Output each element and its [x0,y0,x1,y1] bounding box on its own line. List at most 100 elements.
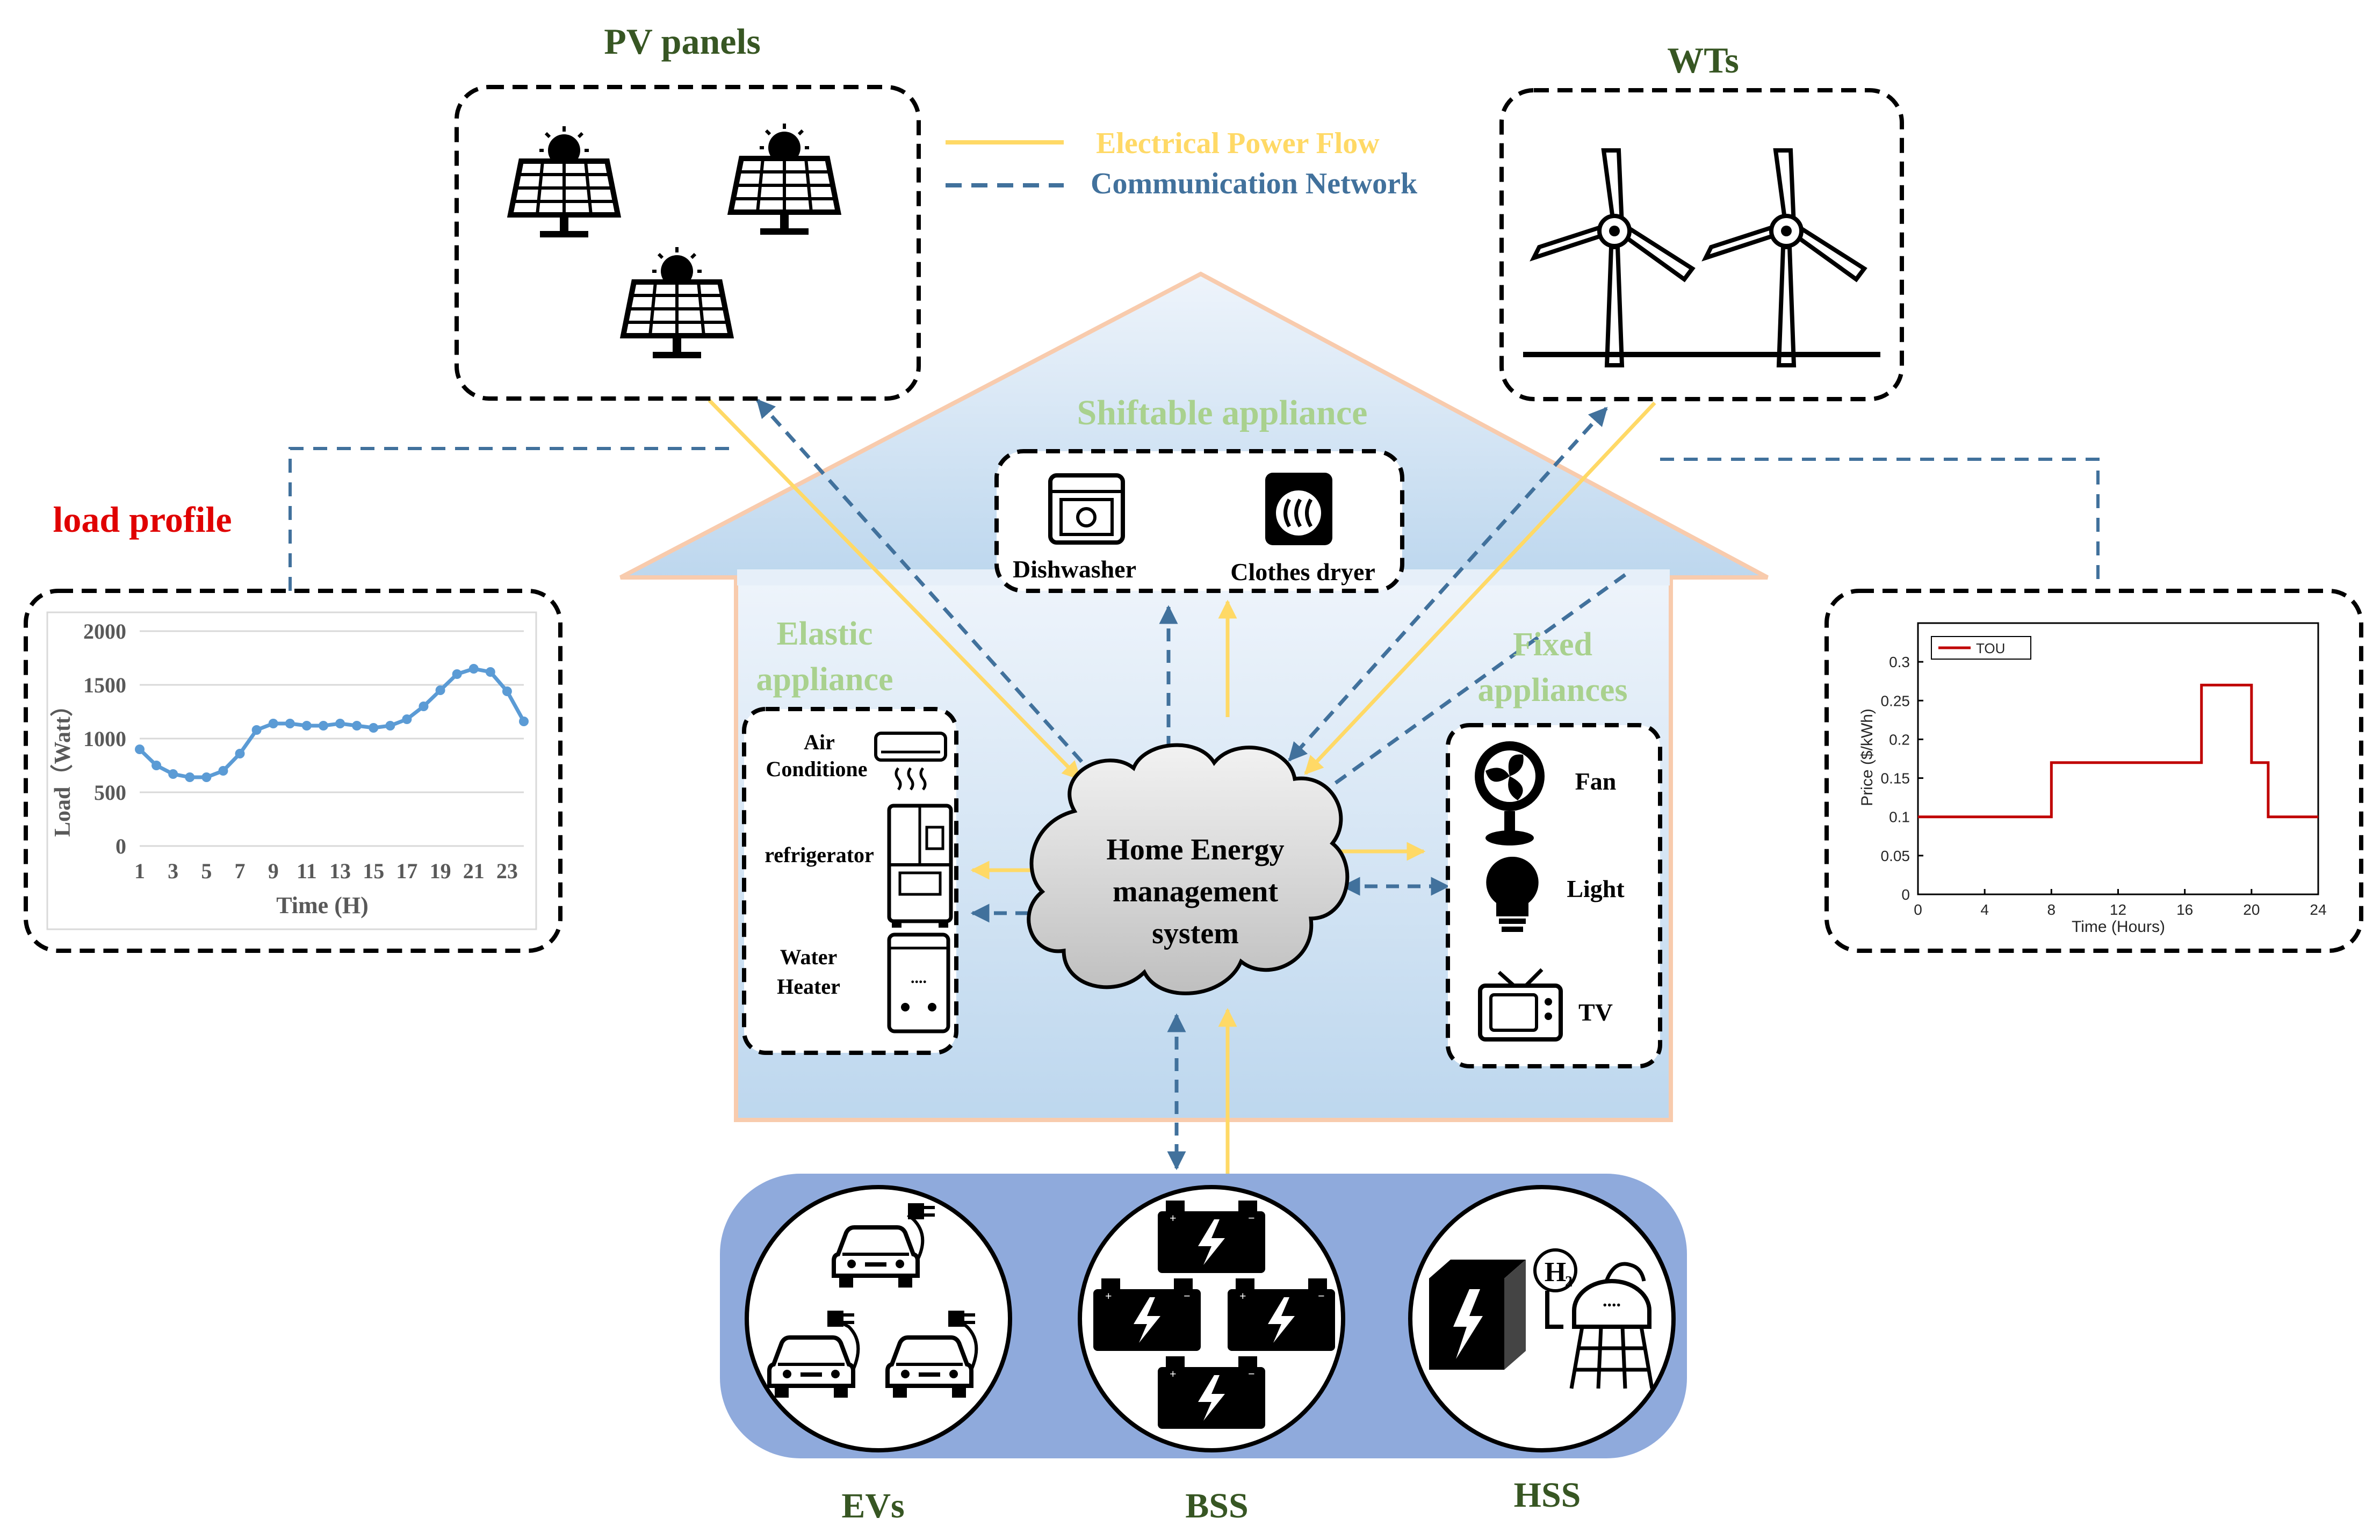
load-data-point [369,723,379,733]
load-chart-ylabel: Load（Watt） [50,694,75,837]
y-tick-label: 0.05 [1881,848,1910,864]
ac-label-2: Conditione [766,757,868,781]
y-tick-label: 0.15 [1881,770,1910,787]
battery-icon [1158,1201,1265,1273]
water-heater-display: .... [911,969,927,987]
comm-flows [756,399,1627,1170]
hems-label-2: management [1113,875,1278,908]
shiftable-label: Shiftable appliance [1077,393,1368,432]
y-tick-label: 0 [116,834,126,858]
legend-comm-label: Communication Network [1091,167,1418,200]
x-tick-label: 0 [1914,901,1922,918]
fuel-cell-icon [1429,1260,1526,1370]
hems-label-1: Home Energy [1106,833,1284,866]
dishwasher-label: Dishwasher [1013,555,1136,583]
load-data-point [352,721,362,731]
wts-label: WTs [1667,40,1739,81]
load-data-point [419,702,429,711]
load-data-point [519,717,529,726]
load-data-point [235,749,245,758]
tv-label: TV [1578,999,1613,1026]
legend: Electrical Power Flow Communication Netw… [946,127,1418,200]
load-data-point [502,686,512,696]
y-tick-label: 0.1 [1889,809,1910,826]
load-data-point [452,669,462,679]
y-tick-label: 0.3 [1889,654,1910,670]
load-data-point [385,721,395,731]
load-data-point [318,721,328,731]
hydrogen-tank-icon: H 2 .... [1533,1248,1654,1389]
x-tick-label: 11 [297,859,317,883]
tv-icon [1478,968,1563,1042]
clothes-dryer-label: Clothes dryer [1230,558,1375,585]
comm-links-to-charts [289,447,2100,591]
y-tick-label: 0.25 [1881,692,1910,709]
plug-icon [948,1311,975,1327]
h2-subscript: 2 [1565,1274,1573,1290]
fixed-box [1446,723,1662,1068]
x-tick-label: 9 [268,859,279,883]
elastic-label-2: appliance [756,661,893,698]
tou-plot-area [1917,622,2319,895]
load-data-point [285,719,295,728]
tou-chart-ylabel: Price ($/kWh) [1858,708,1876,806]
load-data-point [218,766,228,776]
tou-chart-xlabel: Time (Hours) [2072,918,2165,936]
bss-circle [1078,1185,1345,1452]
clothes-dryer-icon [1265,473,1332,545]
tou-legend-label: TOU [1976,640,2005,656]
load-data-point [251,725,262,735]
y-tick-label: 0 [1901,886,1910,903]
fan-icon [1475,741,1545,845]
y-tick-label: 0.2 [1889,731,1910,748]
x-tick-label: 5 [201,859,212,883]
evs-label: EVs [841,1486,904,1525]
x-tick-label: 17 [396,859,417,883]
hems-label-3: system [1152,917,1239,950]
shiftable-group: Shiftable appliance Dishwasher Clothes d… [994,393,1404,593]
bss-label: BSS [1185,1486,1248,1525]
load-data-point [135,744,145,754]
refrigerator-label: refrigerator [765,843,874,867]
x-tick-label: 24 [2310,901,2326,918]
x-tick-label: 1 [134,859,145,883]
elastic-group: Elastic appliance Air Conditione refrige… [742,616,958,1055]
dishwasher-icon [1048,473,1125,545]
battery-icon [1158,1356,1265,1429]
h2-tank-display: .... [1603,1291,1621,1311]
load-data-point [152,761,162,770]
load-profile-label: load profile [53,499,232,540]
load-data-point [335,719,345,728]
x-tick-label: 21 [463,859,485,883]
x-tick-label: 23 [496,859,518,883]
load-data-point [485,667,495,677]
hems-cloud: Home Energy management system [1027,743,1350,995]
wts-box [1499,88,1904,401]
pv-panels-label: PV panels [604,21,761,62]
load-data-point [468,664,479,674]
x-tick-label: 7 [235,859,246,883]
load-data-point [435,685,445,695]
load-chart-xlabel: Time (H) [276,892,369,919]
plug-icon [908,1203,935,1219]
water-heater-icon: .... [887,932,950,1033]
legend-power-label: Electrical Power Flow [1096,127,1380,160]
light-label: Light [1567,875,1625,902]
x-tick-label: 12 [2110,901,2126,918]
y-tick-label: 1000 [83,727,126,751]
x-tick-label: 3 [168,859,178,883]
x-tick-label: 8 [2047,901,2056,918]
pv-panels-group: PV panels [455,21,921,401]
fixed-label-1: Fixed [1513,626,1592,663]
load-data-point [268,719,278,728]
battery-icon [1093,1278,1201,1351]
tou-series-line [1918,683,2318,819]
battery-icon [1228,1278,1335,1351]
load-data-point [301,721,312,731]
air-conditioner-icon [874,732,947,791]
refrigerator-icon [887,804,953,928]
